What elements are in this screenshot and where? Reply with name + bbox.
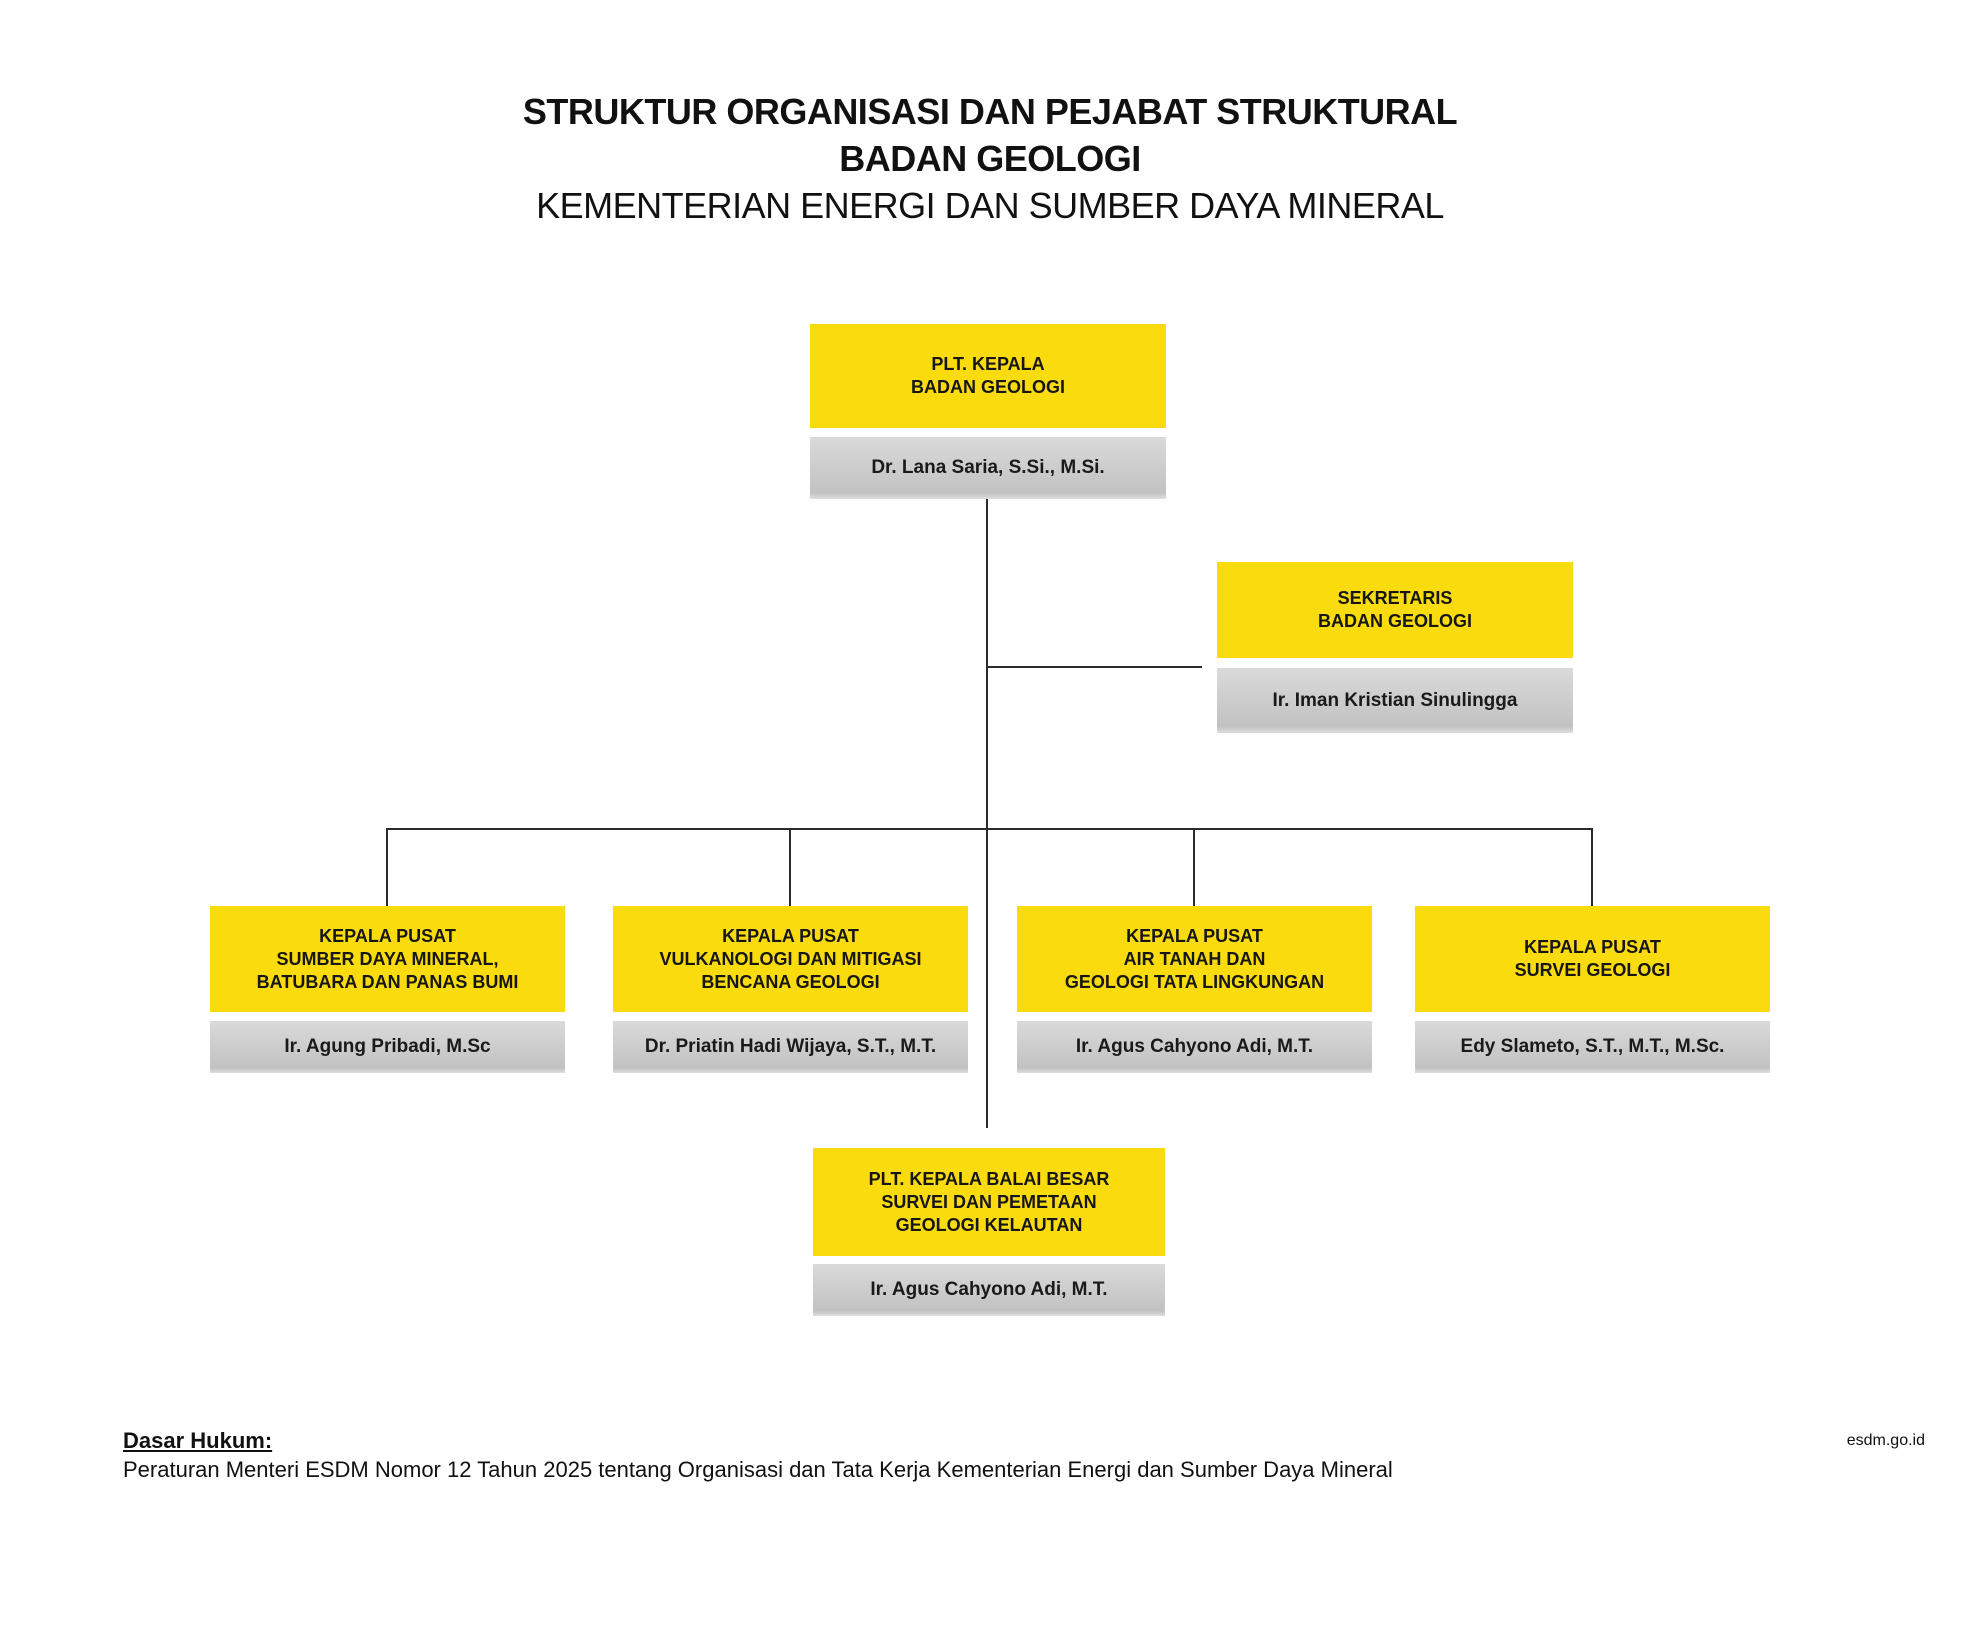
official-name: Dr. Priatin Hadi Wijaya, S.T., M.T. [644, 1036, 937, 1057]
legal-basis-text: Peraturan Menteri ESDM Nomor 12 Tahun 20… [123, 1457, 1393, 1482]
page-title-line-2: BADAN GEOLOGI [839, 138, 1141, 179]
position-title: SEKRETARIS BADAN GEOLOGI [1317, 588, 1472, 631]
official-name: Dr. Lana Saria, S.Si., M.Si. [871, 457, 1105, 478]
position-title: KEPALA PUSAT AIR TANAH DAN GEOLOGI TATA … [1064, 925, 1325, 992]
official-name: Edy Slameto, S.T., M.T., M.Sc. [1460, 1036, 1725, 1057]
official-name-box: Ir. Iman Kristian Sinulingga [1217, 668, 1573, 733]
position-title-box: KEPALA PUSAT VULKANOLOGI DAN MITIGASI BE… [613, 906, 968, 1012]
position-title-box: KEPALA PUSAT SURVEI GEOLOGI [1415, 906, 1770, 1012]
position-title: KEPALA PUSAT SURVEI GEOLOGI [1514, 937, 1671, 980]
connector-drop-1 [386, 828, 388, 906]
position-title: PLT. KEPALA BALAI BESAR SURVEI DAN PEMET… [868, 1168, 1110, 1235]
connector-root-vertical [986, 499, 988, 1128]
official-name-box: Edy Slameto, S.T., M.T., M.Sc. [1415, 1021, 1770, 1073]
position-title-box: PLT. KEPALA BADAN GEOLOGI [810, 324, 1166, 428]
connector-drop-4 [1591, 828, 1593, 906]
connector-children-horizontal [386, 828, 1593, 830]
page-title-line-3: KEMENTERIAN ENERGI DAN SUMBER DAYA MINER… [536, 185, 1444, 226]
position-title-box: KEPALA PUSAT AIR TANAH DAN GEOLOGI TATA … [1017, 906, 1372, 1012]
connector-sekretaris-branch [986, 666, 1202, 668]
page-title-line-1: STRUKTUR ORGANISASI DAN PEJABAT STRUKTUR… [522, 91, 1458, 132]
official-name-box: Ir. Agus Cahyono Adi, M.T. [813, 1264, 1165, 1316]
official-name: Ir. Agung Pribadi, M.Sc [284, 1036, 491, 1057]
position-title-box: SEKRETARIS BADAN GEOLOGI [1217, 562, 1573, 658]
page-title: STRUKTUR ORGANISASI DAN PEJABAT STRUKTUR… [0, 88, 1980, 229]
official-name-box: Ir. Agus Cahyono Adi, M.T. [1017, 1021, 1372, 1073]
official-name-box: Dr. Priatin Hadi Wijaya, S.T., M.T. [613, 1021, 968, 1073]
official-name-box: Dr. Lana Saria, S.Si., M.Si. [810, 437, 1166, 499]
position-title-box: KEPALA PUSAT SUMBER DAYA MINERAL, BATUBA… [210, 906, 565, 1012]
position-title: KEPALA PUSAT SUMBER DAYA MINERAL, BATUBA… [256, 925, 519, 992]
official-name-box: Ir. Agung Pribadi, M.Sc [210, 1021, 565, 1073]
official-name: Ir. Agus Cahyono Adi, M.T. [1075, 1036, 1314, 1057]
site-watermark: esdm.go.id [1846, 1432, 1925, 1449]
connector-drop-2 [789, 828, 791, 906]
position-title: KEPALA PUSAT VULKANOLOGI DAN MITIGASI BE… [659, 925, 922, 992]
position-title-box: PLT. KEPALA BALAI BESAR SURVEI DAN PEMET… [813, 1148, 1165, 1256]
legal-basis-heading: Dasar Hukum: [123, 1428, 273, 1453]
position-title: PLT. KEPALA BADAN GEOLOGI [910, 354, 1065, 397]
official-name: Ir. Agus Cahyono Adi, M.T. [870, 1279, 1108, 1300]
connector-drop-3 [1193, 828, 1195, 906]
official-name: Ir. Iman Kristian Sinulingga [1272, 689, 1518, 711]
